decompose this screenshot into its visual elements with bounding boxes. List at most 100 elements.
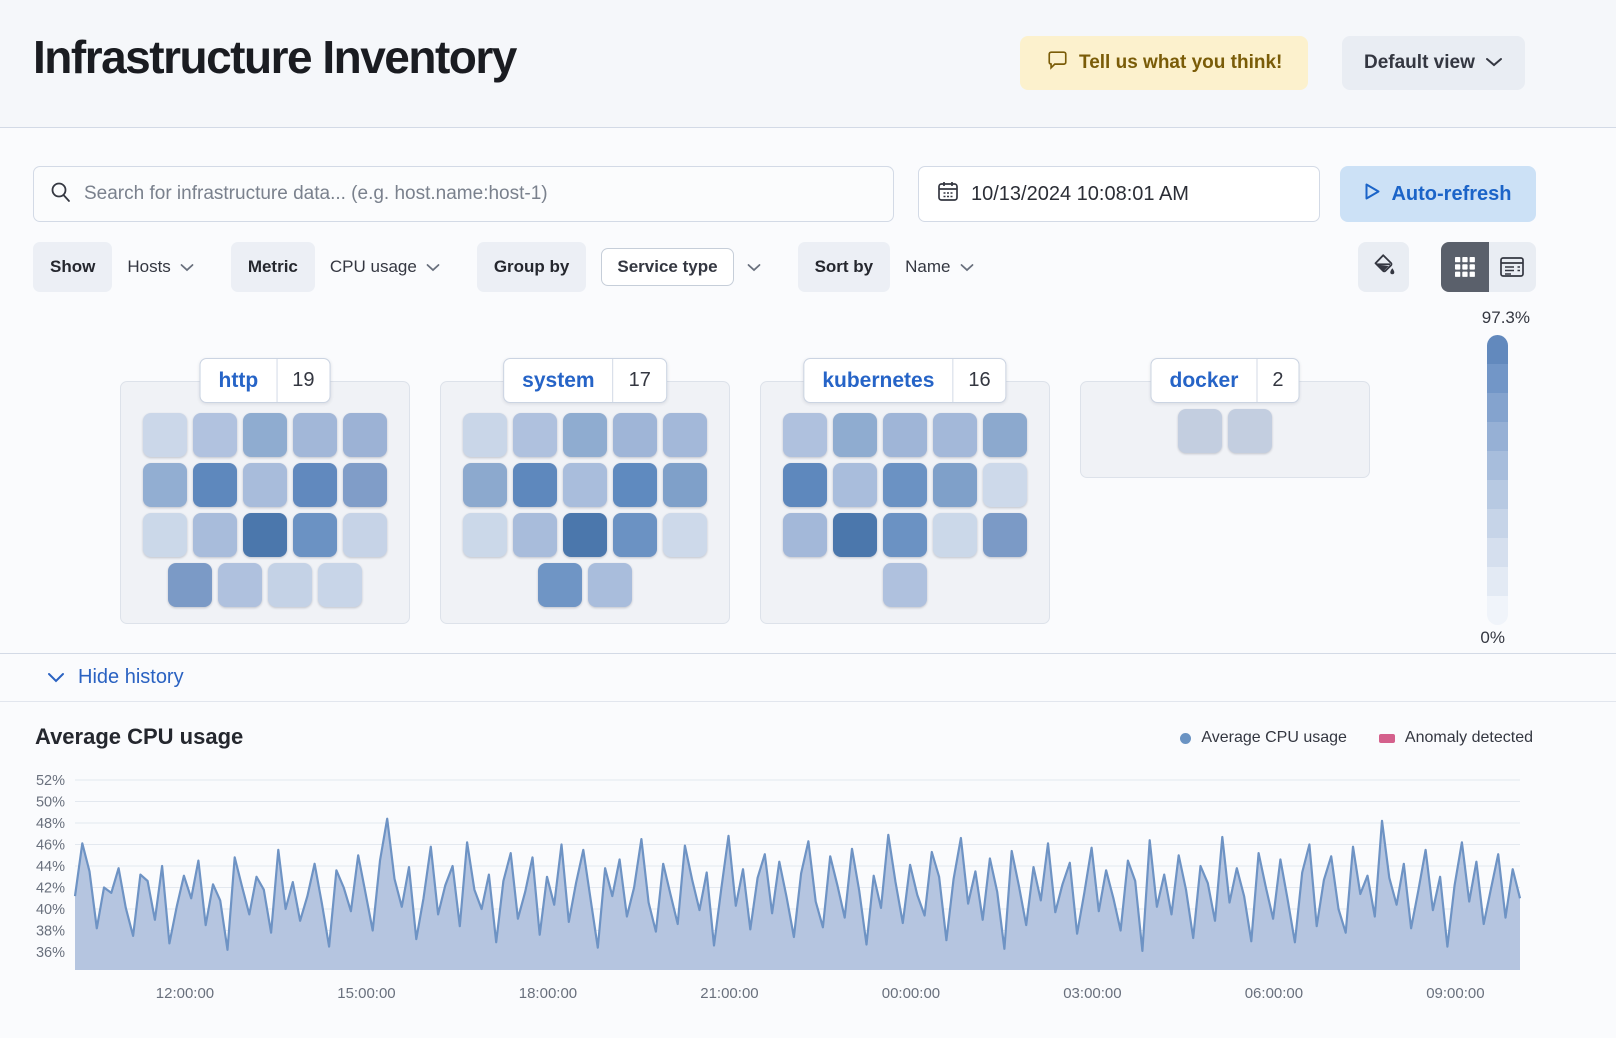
host-tile[interactable]	[143, 513, 187, 557]
host-tile[interactable]	[563, 513, 607, 557]
svg-text:38%: 38%	[36, 924, 65, 940]
show-dropdown[interactable]: Hosts	[112, 257, 208, 277]
host-tile[interactable]	[293, 513, 337, 557]
datetime-picker[interactable]: 10/13/2024 10:08:01 AM	[918, 166, 1320, 222]
host-tile[interactable]	[783, 413, 827, 457]
sort-by-label: Sort by	[797, 242, 891, 292]
sort-by-dropdown[interactable]: Name	[890, 257, 988, 277]
host-tile[interactable]	[883, 563, 927, 607]
show-filter: Show Hosts	[33, 242, 209, 292]
chevron-down-icon	[48, 673, 64, 683]
host-tile[interactable]	[1178, 409, 1222, 453]
host-tile[interactable]	[663, 513, 707, 557]
auto-refresh-label: Auto-refresh	[1391, 182, 1512, 205]
search-input[interactable]	[84, 183, 877, 205]
chevron-down-icon	[960, 263, 973, 271]
host-tile[interactable]	[193, 513, 237, 557]
host-tile[interactable]	[933, 513, 977, 557]
host-tile[interactable]	[293, 413, 337, 457]
host-tile[interactable]	[193, 413, 237, 457]
host-tile[interactable]	[343, 463, 387, 507]
host-tile[interactable]	[883, 463, 927, 507]
group-name[interactable]: system	[522, 368, 595, 392]
host-tile[interactable]	[563, 413, 607, 457]
host-tile[interactable]	[983, 463, 1027, 507]
host-tile[interactable]	[983, 413, 1027, 457]
play-icon	[1364, 182, 1381, 207]
host-tile[interactable]	[613, 413, 657, 457]
legend-item-cpu[interactable]: Average CPU usage	[1180, 729, 1347, 747]
group-by-dropdown[interactable]: Service type	[586, 248, 775, 286]
color-palette-button[interactable]	[1358, 242, 1409, 292]
grid-view-toggle[interactable]	[1441, 242, 1489, 292]
host-tile[interactable]	[243, 463, 287, 507]
group-badge[interactable]: docker 2	[1150, 358, 1300, 403]
host-tile[interactable]	[883, 513, 927, 557]
group-name[interactable]: docker	[1169, 368, 1239, 392]
speech-bubble-icon	[1046, 49, 1069, 77]
group-name[interactable]: http	[218, 368, 259, 392]
host-tile[interactable]	[168, 563, 212, 607]
svg-text:44%: 44%	[36, 859, 65, 875]
host-tile[interactable]	[513, 463, 557, 507]
legend-item-anomaly[interactable]: Anomaly detected	[1378, 729, 1533, 747]
history-chart-section: Average CPU usage Average CPU usage Anom…	[0, 701, 1616, 1038]
host-tile[interactable]	[833, 413, 877, 457]
host-tile[interactable]	[983, 513, 1027, 557]
host-tile[interactable]	[243, 413, 287, 457]
host-tile[interactable]	[343, 513, 387, 557]
search-icon	[50, 181, 72, 208]
search-bar[interactable]	[33, 166, 894, 222]
host-tile[interactable]	[243, 513, 287, 557]
host-tile[interactable]	[613, 513, 657, 557]
host-tile[interactable]	[663, 463, 707, 507]
host-tile[interactable]	[538, 563, 582, 607]
table-view-toggle[interactable]	[1488, 242, 1536, 292]
host-tile[interactable]	[463, 513, 507, 557]
svg-text:03:00:00: 03:00:00	[1063, 985, 1121, 1002]
metric-dropdown[interactable]: CPU usage	[315, 257, 455, 277]
host-tile[interactable]	[513, 513, 557, 557]
group-count: 16	[952, 359, 1005, 402]
host-tile[interactable]	[143, 463, 187, 507]
host-tile[interactable]	[833, 513, 877, 557]
host-tile[interactable]	[513, 413, 557, 457]
svg-text:40%: 40%	[36, 902, 65, 918]
group-count: 19	[276, 359, 329, 402]
host-tile[interactable]	[588, 563, 632, 607]
host-tile[interactable]	[833, 463, 877, 507]
host-tile[interactable]	[463, 413, 507, 457]
host-tile[interactable]	[783, 463, 827, 507]
host-tile[interactable]	[293, 463, 337, 507]
group-name[interactable]: kubernetes	[822, 368, 935, 392]
svg-text:21:00:00: 21:00:00	[700, 985, 758, 1002]
default-view-dropdown[interactable]: Default view	[1342, 36, 1525, 90]
datetime-value: 10/13/2024 10:08:01 AM	[971, 182, 1189, 205]
host-tile[interactable]	[613, 463, 657, 507]
auto-refresh-button[interactable]: Auto-refresh	[1340, 166, 1536, 222]
feedback-label: Tell us what you think!	[1079, 52, 1283, 73]
host-tile[interactable]	[218, 563, 262, 607]
group-badge[interactable]: kubernetes 16	[803, 358, 1007, 403]
group-by-chip[interactable]: Service type	[601, 248, 734, 286]
host-tile[interactable]	[143, 413, 187, 457]
host-tile[interactable]	[933, 413, 977, 457]
host-tile[interactable]	[463, 463, 507, 507]
waffle-group: system 17	[440, 358, 730, 624]
host-tile[interactable]	[268, 563, 312, 607]
host-tile[interactable]	[1228, 409, 1272, 453]
group-badge[interactable]: system 17	[503, 358, 667, 403]
feedback-button[interactable]: Tell us what you think!	[1020, 36, 1309, 90]
host-tile[interactable]	[663, 413, 707, 457]
group-badge[interactable]: http 19	[199, 358, 331, 403]
host-tile[interactable]	[933, 463, 977, 507]
host-tile[interactable]	[343, 413, 387, 457]
host-tile[interactable]	[563, 463, 607, 507]
host-tile[interactable]	[318, 563, 362, 607]
host-tile[interactable]	[193, 463, 237, 507]
host-tile[interactable]	[783, 513, 827, 557]
hide-history-link[interactable]: Hide history	[47, 666, 184, 689]
host-tile[interactable]	[883, 413, 927, 457]
svg-text:48%: 48%	[36, 816, 65, 832]
